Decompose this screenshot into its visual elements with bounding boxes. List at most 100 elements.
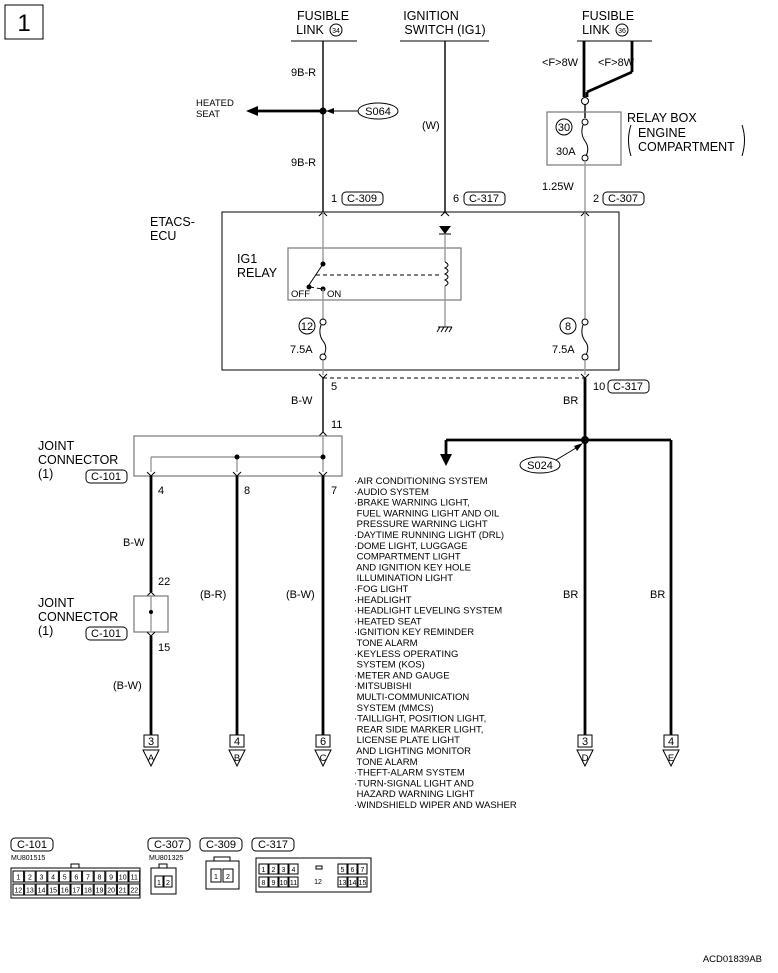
svg-text:SEAT: SEAT <box>196 109 220 120</box>
system-list-item: REAR SIDE MARKER LIGHT, <box>354 724 483 735</box>
wire-label-f8w-right: <F>8W <box>598 57 635 69</box>
svg-text:34: 34 <box>332 28 340 35</box>
connector-pin-number: 8 <box>262 880 266 887</box>
system-list-item: TONE ALARM <box>354 757 418 768</box>
wire-label-b-w-c: (B-W) <box>286 589 315 601</box>
terminal-a: 3 A <box>142 734 160 768</box>
pointer-arrow-icon <box>326 108 334 114</box>
etacs-ecu-label: ETACS- <box>150 215 195 229</box>
svg-text:S024: S024 <box>527 460 553 472</box>
connector-pin <box>337 863 348 875</box>
svg-text:(1): (1) <box>38 467 53 481</box>
system-list-item: ·TAILLIGHT, POSITION LIGHT, <box>354 714 486 725</box>
connector-pin-number: 4 <box>292 867 296 874</box>
system-list-item: COMPARTMENT LIGHT <box>354 552 461 563</box>
svg-text:3: 3 <box>148 736 154 748</box>
connector-pin-number: 1 <box>16 875 20 882</box>
connector-pin-number: 17 <box>72 888 80 895</box>
svg-text:IGNITION: IGNITION <box>403 9 459 23</box>
connector-pin <box>35 870 48 883</box>
fusible-link-34: FUSIBLE LINK 34 <box>291 9 357 42</box>
connector-pin-number: 15 <box>49 888 57 895</box>
connector-pin-number: 22 <box>130 888 138 895</box>
page-number-box <box>4 4 44 40</box>
diode-icon <box>439 226 451 234</box>
svg-text:LINK: LINK <box>582 23 610 37</box>
connector-c309-label: C-309 <box>347 193 377 205</box>
splice-s064-label <box>357 102 399 120</box>
terminal-e: 4 E <box>662 734 680 768</box>
connector-pin-number: 15 <box>359 880 367 887</box>
connector-pin <box>357 876 368 888</box>
connector-pin <box>268 863 279 875</box>
ignition-switch-ig1: IGNITION SWITCH (IG1) <box>400 9 489 42</box>
system-list-item: AND LIGHTING MONITOR <box>354 746 471 757</box>
svg-text:C-317: C-317 <box>258 839 288 851</box>
svg-text:6: 6 <box>320 736 326 748</box>
connector-pin <box>337 876 348 888</box>
connector-pin-number: 13 <box>339 880 347 887</box>
heated-seat-label: HEATED <box>196 98 234 109</box>
etacs-ecu-box <box>221 211 620 371</box>
svg-text:1: 1 <box>157 880 161 887</box>
system-list-item: ·DOME LIGHT, LUGGAGE <box>354 541 468 552</box>
wire-label-b-w-upper: B-W <box>291 395 313 407</box>
connector-c317-label-bottom: C-317 <box>613 381 643 393</box>
connector-pin <box>12 870 25 883</box>
joint-connector-1-label: JOINT <box>38 439 74 453</box>
pin-1: 1 <box>331 193 337 205</box>
connector-pin-number: 8 <box>98 875 102 882</box>
svg-text:C: C <box>320 753 327 764</box>
system-list-item: ·TURN-SIGNAL LIGHT AND <box>354 778 474 789</box>
pin-10: 10 <box>593 381 605 393</box>
wire-label-br-upper: BR <box>563 395 578 407</box>
svg-text:FUSIBLE: FUSIBLE <box>582 9 634 23</box>
svg-text:MU801515: MU801515 <box>11 855 45 862</box>
terminal-d: 3 D <box>576 734 594 768</box>
connector-pin <box>58 870 71 883</box>
system-list-item: ·AIR CONDITIONING SYSTEM <box>354 476 488 487</box>
connector-pin-number: 7 <box>86 875 90 882</box>
connector-pin-number: 21 <box>119 888 127 895</box>
ig1-relay-label: IG1 <box>237 252 257 266</box>
relay-box-label: RELAY BOX <box>627 111 697 125</box>
system-list-item: PRESSURE WARNING LIGHT <box>354 519 488 530</box>
svg-text:2: 2 <box>166 880 170 887</box>
svg-text:C-307: C-307 <box>154 839 184 851</box>
pin-15: 15 <box>158 642 170 654</box>
connector-pin-number: 4 <box>51 875 55 882</box>
connector-pin <box>128 870 141 883</box>
systems-list: ·AIR CONDITIONING SYSTEM·AUDIO SYSTEM·BR… <box>354 476 517 811</box>
svg-text:C-101: C-101 <box>17 839 47 851</box>
svg-text:RELAY: RELAY <box>237 266 278 280</box>
connector-pin <box>116 870 129 883</box>
svg-text:LINK: LINK <box>296 23 324 37</box>
connector-pin-number: 9 <box>272 880 276 887</box>
connector-pin-number: 14 <box>349 880 357 887</box>
svg-text:COMPARTMENT: COMPARTMENT <box>638 140 735 154</box>
pointer-arrow-icon <box>574 443 583 451</box>
wire-label-br-e: BR <box>650 589 665 601</box>
connector-pin-number: 5 <box>341 867 345 874</box>
system-list-item: ·HEADLIGHT <box>354 595 412 606</box>
connector-pin <box>278 863 289 875</box>
system-list-item: SYSTEM (KOS) <box>354 660 425 671</box>
connector-pin-number: 1 <box>262 867 266 874</box>
svg-text:3: 3 <box>582 736 588 748</box>
svg-text:4: 4 <box>234 736 240 748</box>
arrow-left-icon <box>246 106 258 116</box>
pin-22: 22 <box>158 576 170 588</box>
connector-pin <box>70 883 83 896</box>
fuse-30a-rating: 30A <box>556 146 576 158</box>
system-list-item: MULTI-COMMUNICATION <box>354 692 469 703</box>
svg-text:1: 1 <box>214 874 218 881</box>
connector-pin-number: 11 <box>290 880 297 887</box>
wire-label-b-r: (B-R) <box>200 589 226 601</box>
splice-s024-label <box>519 456 561 474</box>
pin-2: 2 <box>593 193 599 205</box>
connector-pin-number: 3 <box>40 875 44 882</box>
wire-label-f8w-left: <F>8W <box>542 57 579 69</box>
connector-pin <box>47 883 59 896</box>
system-list-item: ·KEYLESS OPERATING <box>354 649 458 660</box>
